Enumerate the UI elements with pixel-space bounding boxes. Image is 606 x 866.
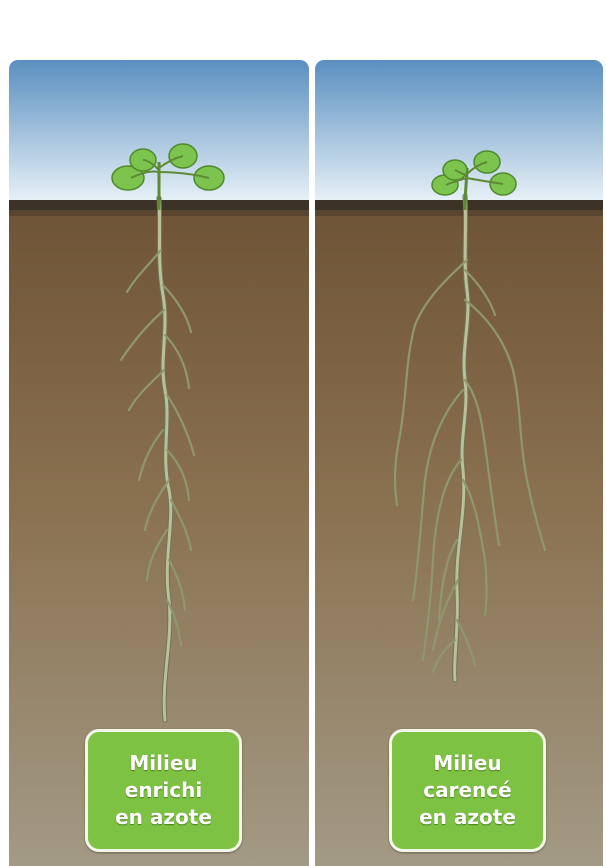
label-line-3: en azote [419,804,516,831]
label-line-1: Milieu [129,750,197,777]
panel-deficient: Milieu carencé en azote [315,60,603,866]
label-line-2: enrichi [125,777,202,804]
soil-surface [315,200,603,210]
label-enriched: Milieu enrichi en azote [85,729,242,852]
label-line-1: Milieu [433,750,501,777]
label-deficient: Milieu carencé en azote [389,729,546,852]
label-line-3: en azote [115,804,212,831]
panel-enriched: Milieu enrichi en azote [9,60,309,866]
label-line-2: carencé [423,777,511,804]
